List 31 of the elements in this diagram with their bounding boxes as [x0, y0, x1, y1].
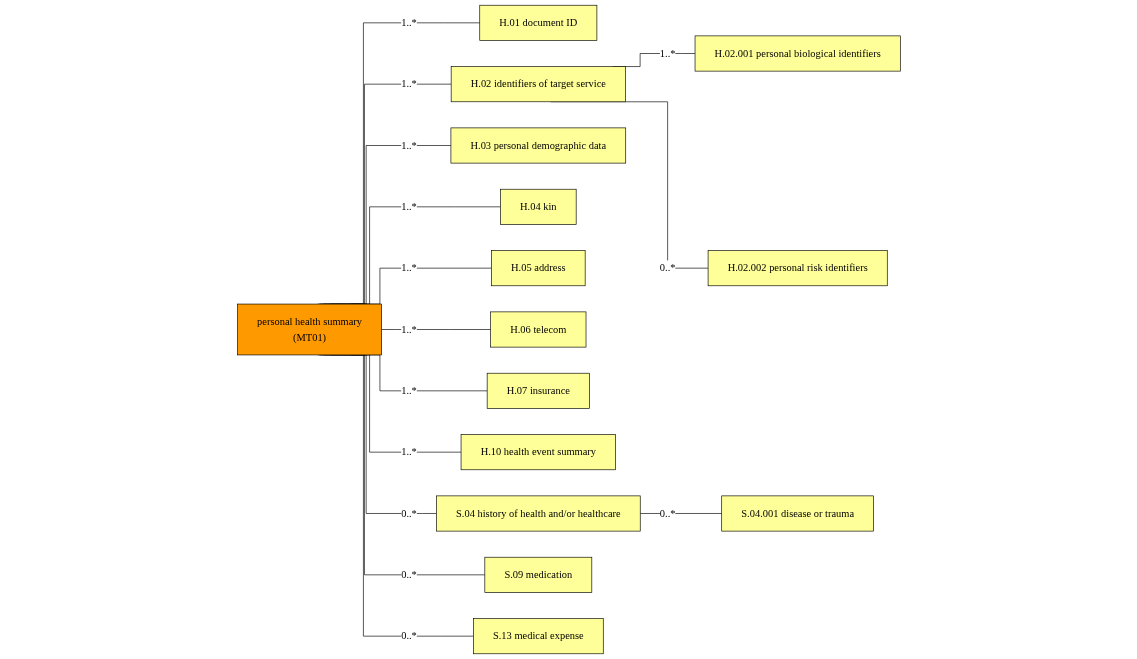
edge-label: 1..*	[400, 323, 417, 335]
node-box: H.02 identifiers of target service	[450, 66, 626, 103]
node-box: H.02.001 personal biological identifiers	[694, 35, 901, 72]
node-box: H.02.002 personal risk identifiers	[707, 250, 888, 287]
node-box: S.09 medication	[484, 556, 592, 593]
node-box: H.10 health event summary	[460, 434, 616, 471]
node-box: H.03 personal demographic data	[450, 127, 626, 164]
connector	[639, 513, 722, 514]
edge-label: 1..*	[659, 47, 676, 59]
edge-label: 1..*	[400, 16, 417, 29]
edge-label: 0..*	[400, 507, 417, 519]
node-box: S.04.001 disease or trauma	[720, 495, 874, 532]
connector	[380, 329, 491, 330]
node-box: S.04 history of health and/or healthcare	[435, 495, 641, 532]
edge-label: 1..*	[400, 78, 417, 90]
edge-label: 1..*	[400, 200, 417, 213]
node-box: H.07 insurance	[486, 372, 590, 409]
node-box: S.13 medical expense	[472, 618, 604, 655]
edge-label: 1..*	[400, 446, 417, 458]
edge-label: 0..*	[400, 630, 417, 642]
node-box: H.06 telecom	[489, 311, 586, 348]
edge-label: 1..*	[400, 384, 417, 397]
edge-label: 0..*	[659, 262, 676, 274]
edge-label: 1..*	[400, 139, 417, 151]
node-box: personal health summary (MT01)	[236, 303, 382, 356]
edge-label: 0..*	[659, 507, 676, 519]
node-box: H.04 kin	[499, 188, 577, 225]
node-box: H.01 document ID	[479, 4, 597, 41]
edge-label: 1..*	[400, 262, 417, 274]
node-box: H.05 address	[490, 250, 586, 287]
edge-label: 0..*	[400, 568, 417, 581]
